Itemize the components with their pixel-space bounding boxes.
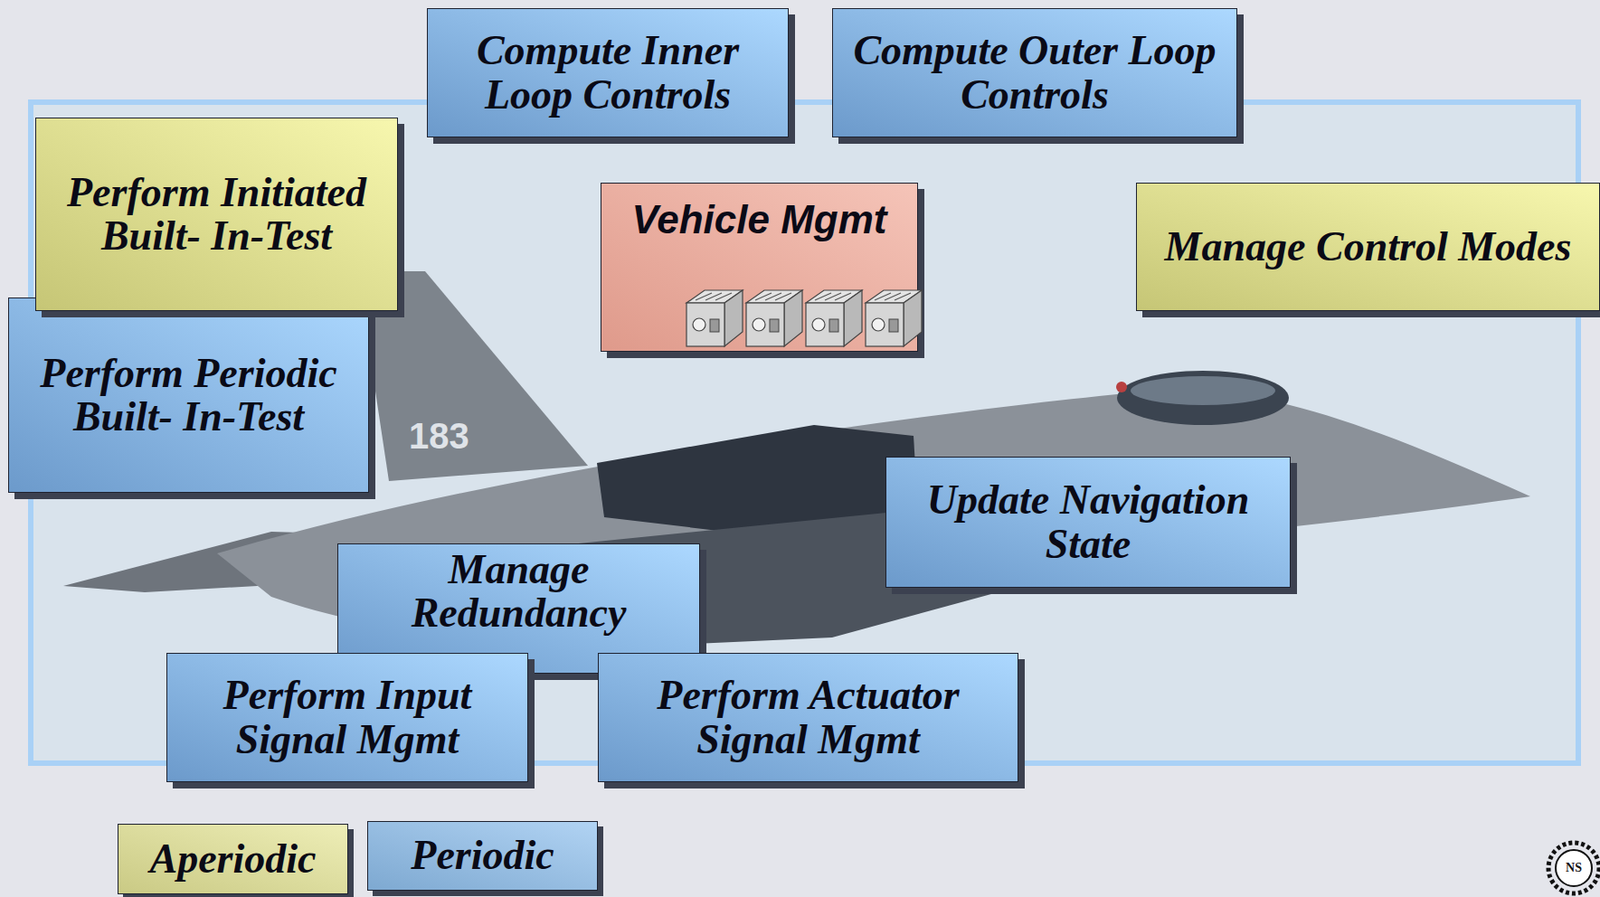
icon-rib [695, 293, 712, 301]
legend-label: Aperiodic [150, 837, 317, 881]
icon-rib [834, 293, 852, 301]
legend-swatch: Periodic [367, 821, 598, 891]
icon-rib [874, 293, 891, 301]
periodic-task-box: Perform Periodic Built- In-Test [8, 297, 370, 493]
icon-front [865, 302, 904, 347]
text-group: Vehicle Mgmt [614, 199, 905, 241]
actuator-icon [805, 290, 862, 347]
vehicle-management-box: Vehicle Mgmt [600, 182, 919, 352]
icon-port [752, 318, 766, 332]
icon-connector [829, 319, 839, 332]
box-label: Compute Inner Loop Controls [440, 28, 776, 117]
text-group: Compute Inner Loop Controls [440, 28, 776, 117]
logo [1548, 842, 1600, 894]
box-label: Vehicle Mgmt [614, 199, 905, 241]
icon-connector [769, 319, 779, 332]
periodic-task-box: Perform Input Signal Mgmt [166, 653, 529, 783]
actuator-icon [686, 290, 743, 347]
box-label: Perform Periodic Built- In-Test [21, 351, 356, 440]
text-group: Perform Periodic Built- In-Test [21, 351, 356, 440]
icon-side [843, 290, 862, 347]
icon-rib [715, 293, 732, 301]
box-label: Perform Input Signal Mgmt [179, 673, 515, 762]
text-group: Compute Outer Loop Controls [845, 28, 1224, 117]
text-group: Perform Input Signal Mgmt [179, 673, 515, 762]
periodic-task-box: Perform Actuator Signal Mgmt [597, 653, 1019, 783]
text-group: Manage Control Modes [1149, 225, 1587, 269]
periodic-task-box: Compute Outer Loop Controls [832, 8, 1238, 138]
jet-light [1116, 381, 1127, 393]
icon-port [812, 318, 825, 332]
box-label: Manage Control Modes [1149, 225, 1587, 269]
icon-front [686, 302, 725, 347]
icon-side [724, 290, 743, 347]
text-group: Update Navigation State [899, 478, 1278, 567]
logo-gear [1548, 842, 1600, 894]
icon-front [746, 302, 785, 347]
icon-connector [710, 319, 720, 332]
logo-text: NS [1565, 861, 1582, 875]
icon-rib [765, 293, 782, 301]
periodic-task-box: Update Navigation State [885, 456, 1291, 588]
aperiodic-task-box: Manage Control Modes [1136, 182, 1600, 312]
box-label: Update Navigation State [899, 478, 1278, 567]
icon-port [692, 318, 706, 332]
jet-canopy-glass [1130, 376, 1276, 406]
icon-rib [775, 293, 792, 301]
periodic-task-box: Compute Inner Loop Controls [426, 8, 789, 138]
tail-number: 183 [408, 417, 470, 455]
legend-swatch: Aperiodic [117, 823, 349, 895]
text-group: Manage Redundancy [350, 548, 687, 636]
legend-label: Periodic [410, 833, 554, 878]
icon-rib [755, 293, 772, 301]
box-label: Perform Initiated Built- In-Test [48, 170, 385, 259]
icon-rib [824, 293, 842, 301]
box-label: Compute Outer Loop Controls [845, 28, 1224, 117]
icon-rib [705, 293, 722, 301]
icon-side [903, 290, 922, 347]
text-group: Perform Initiated Built- In-Test [48, 170, 385, 259]
icon-rib [884, 293, 901, 301]
actuator-icon [865, 290, 922, 347]
icon-front [805, 302, 844, 347]
icon-rib [814, 293, 832, 301]
logo-ring [1555, 850, 1592, 887]
icon-side [784, 290, 803, 347]
box-label: Manage Redundancy [350, 548, 687, 636]
icon-connector [889, 319, 899, 332]
actuator-icons [686, 286, 940, 352]
aperiodic-task-box: Perform Initiated Built- In-Test [35, 117, 398, 312]
box-label: Perform Actuator Signal Mgmt [611, 673, 1005, 762]
actuator-icon [746, 290, 803, 347]
jet-canopy [1117, 370, 1289, 426]
icon-rib [894, 293, 911, 301]
text-group: Perform Actuator Signal Mgmt [611, 673, 1005, 762]
icon-port [871, 318, 885, 332]
